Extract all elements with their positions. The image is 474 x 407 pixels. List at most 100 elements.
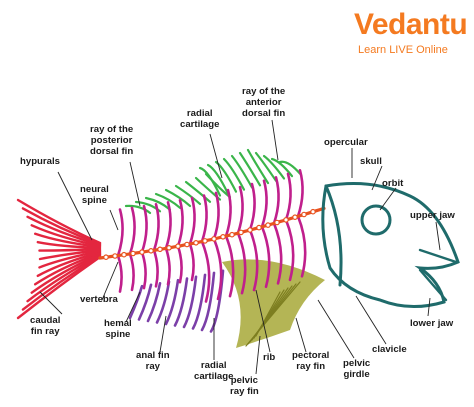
rib <box>284 218 295 282</box>
caudal-fin-ray <box>21 254 102 311</box>
neural-spine <box>224 188 232 238</box>
label-rib: rib <box>263 352 276 363</box>
ribs-and-spines <box>116 168 307 303</box>
vertebra <box>220 234 226 240</box>
neural-spine <box>272 176 280 225</box>
anterior-dorsal-fin <box>198 148 302 197</box>
label-skull: skull <box>360 156 382 167</box>
label-radial-cartilage-top: radial cartilage <box>180 108 220 130</box>
neural-spine <box>248 182 256 232</box>
anal-fin <box>128 269 225 333</box>
label-opercular: opercular <box>324 137 368 148</box>
label-leader-line <box>159 315 167 353</box>
vertebra <box>193 240 199 246</box>
hemal-spine <box>164 247 171 286</box>
label-leader-line <box>255 289 271 353</box>
neural-spine <box>212 191 220 241</box>
caudal-fin-ray <box>30 252 102 294</box>
rib <box>248 228 259 292</box>
label-upper-jaw: upper jaw <box>410 210 455 221</box>
vertebra <box>202 238 208 244</box>
rib <box>296 214 307 278</box>
label-leader-line <box>125 291 141 323</box>
vertebra <box>175 243 181 250</box>
hemal-spine <box>152 249 159 288</box>
neural-spine <box>140 204 148 254</box>
hemal-spine <box>140 250 147 290</box>
vertebra <box>229 231 235 238</box>
rib <box>224 234 235 298</box>
vertebra <box>139 249 145 255</box>
rib <box>260 225 271 289</box>
neural-spine <box>188 196 196 246</box>
label-leader-line <box>427 297 431 317</box>
caudal-fin-ray <box>21 207 102 246</box>
vertebra <box>148 248 154 254</box>
label-hemal-spine: hemal spine <box>104 318 132 340</box>
neural-spine <box>152 203 160 252</box>
label-orbit: orbit <box>382 178 404 189</box>
vertebra <box>184 241 190 248</box>
label-leader-line <box>129 161 141 207</box>
label-leader-line <box>57 171 93 241</box>
hemal-spine <box>116 254 123 293</box>
anal-fin-ray <box>191 273 207 330</box>
neural-spine <box>128 206 136 256</box>
label-neural-spine: neural spine <box>80 184 109 206</box>
label-leader-line <box>39 291 63 315</box>
anal-fin-ray <box>155 280 171 324</box>
caudal-fin-ray <box>34 232 102 249</box>
anterior-dorsal-fin-ray <box>254 151 278 182</box>
caudal-fin-ray <box>38 248 102 261</box>
vertebra <box>238 229 244 236</box>
vedantu-logo: Vedantu Learn LIVE Online <box>352 8 470 56</box>
label-ray-posterior-dorsal-fin: ray of the posterior dorsal fin <box>90 124 134 157</box>
caudal-fin-ray <box>34 251 102 286</box>
vertebra <box>274 219 280 226</box>
vertebra <box>292 214 298 221</box>
caudal-fin-ray <box>30 224 102 248</box>
rib <box>272 222 283 285</box>
label-clavicle: clavicle <box>372 344 407 355</box>
vertebra <box>265 222 271 228</box>
label-anal-fin-ray: anal fin ray <box>136 350 170 372</box>
neural-spine <box>296 168 304 218</box>
skull-outline <box>321 182 460 309</box>
logo-wordmark: Vedantu <box>354 8 468 41</box>
pelvic-fin-ray <box>255 291 281 337</box>
neural-spine <box>164 201 172 250</box>
anterior-dorsal-fin-ray <box>262 154 286 180</box>
label-leader-line <box>255 335 261 375</box>
vertebral-column <box>98 206 326 261</box>
vertebra <box>103 254 109 261</box>
label-leader-line <box>371 165 383 191</box>
anterior-dorsal-fin-ray <box>222 157 246 191</box>
anal-fin-ray <box>182 275 198 329</box>
label-pectoral-ray-fin: pectoral ray fin <box>292 350 330 372</box>
logo-tagline: Learn LIVE Online <box>358 44 448 56</box>
label-radial-cartilage-bottom: radial cartilage <box>194 360 234 382</box>
pelvic-fin <box>222 259 325 348</box>
caudal-fin-ray <box>16 255 102 320</box>
label-caudal-fin-ray: caudal fin ray <box>30 315 61 337</box>
label-vertebra: vertebra <box>80 294 118 305</box>
caudal-fin-ray <box>26 215 102 247</box>
vertebra <box>301 211 307 218</box>
label-hypurals: hypurals <box>20 156 60 167</box>
anal-fin-ray <box>128 284 144 320</box>
anterior-dorsal-fin-ray <box>238 151 262 187</box>
neural-spine <box>236 185 244 235</box>
anal-fin-ray <box>164 278 180 326</box>
anterior-dorsal-fin-ray <box>270 157 294 178</box>
anal-fin-ray <box>146 282 162 323</box>
label-leader-line <box>295 317 307 353</box>
label-lower-jaw: lower jaw <box>410 318 454 329</box>
hemal-spine <box>128 252 135 292</box>
caudal-fin-ray <box>38 247 102 252</box>
neural-spine <box>200 194 208 243</box>
label-leader-line <box>435 221 441 251</box>
caudal-fin-ray <box>36 250 102 278</box>
anterior-dorsal-fin-ray <box>206 163 230 195</box>
